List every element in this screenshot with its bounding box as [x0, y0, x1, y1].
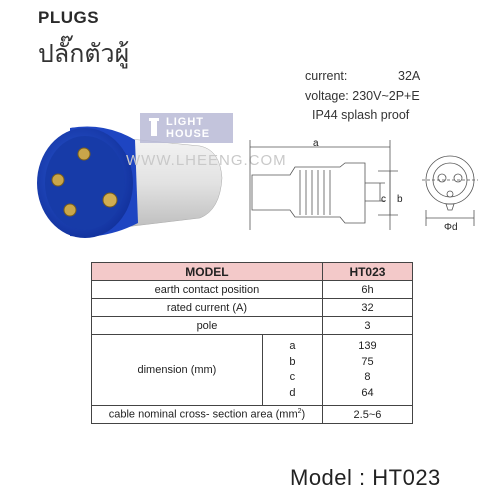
- dimension-label-c: c: [381, 194, 386, 205]
- cable-label-text: cable nominal cross- section area (mm: [108, 408, 298, 421]
- table-row-dimension: dimension (mm) a b c d 139 75 8 64: [91, 334, 414, 406]
- dimension-keys: a b c d: [261, 334, 323, 406]
- dimension-key-a: a: [289, 340, 296, 352]
- row-value-earth-contact: 6h: [321, 280, 414, 299]
- dimension-label-b: b: [397, 194, 403, 205]
- dimension-values: 139 75 8 64: [321, 334, 414, 406]
- row-value-cable: 2.5~6: [321, 405, 414, 424]
- cable-label-sup: 2: [297, 408, 302, 416]
- dimension-key-b: b: [289, 355, 296, 368]
- spec-ip-rating: IP44 splash proof: [312, 108, 410, 122]
- page-title: PLUGS: [38, 8, 100, 27]
- footer-model-label: Model : HT023: [290, 465, 441, 490]
- table-header-row: MODEL HT023: [91, 262, 414, 281]
- plug-product-image: [37, 126, 223, 238]
- dimension-value-b: 75: [361, 355, 374, 368]
- dimension-value-d: 64: [361, 386, 374, 399]
- dimension-label-a: a: [313, 138, 319, 149]
- row-label-dimension: dimension (mm): [91, 334, 263, 406]
- dimension-key-d: d: [289, 386, 296, 399]
- table-row: earth contact position 6h: [91, 280, 414, 299]
- watermark-logo-line2: HOUSE: [166, 128, 211, 140]
- spec-voltage: voltage: 230V~2P+E: [305, 89, 420, 103]
- watermark-url: WWW.LHEENG.COM: [126, 152, 287, 169]
- watermark-logo: LIGHT HOUSE: [140, 113, 233, 143]
- spec-table: MODEL HT023 earth contact position 6h ra…: [91, 262, 414, 424]
- row-value-rated-current: 32: [321, 298, 414, 317]
- spec-current-label: current:: [305, 69, 348, 83]
- table-header-label: MODEL: [91, 262, 323, 281]
- row-label-cable: cable nominal cross- section area (mm2): [91, 405, 323, 424]
- table-row: pole 3: [91, 316, 414, 335]
- spec-current-value: 32A: [398, 69, 421, 83]
- dimension-label-d: Φd: [444, 222, 458, 233]
- table-row: rated current (A) 32: [91, 298, 414, 317]
- row-label-pole: pole: [91, 316, 323, 335]
- dimension-value-c: 8: [364, 371, 371, 383]
- row-value-pole: 3: [321, 316, 414, 335]
- table-header-model: HT023: [321, 262, 414, 281]
- table-row: cable nominal cross- section area (mm2) …: [91, 405, 414, 424]
- watermark-logo-line1: LIGHT: [166, 116, 204, 128]
- page-subtitle-thai: ปลั๊กตัวผู้: [38, 39, 130, 68]
- cable-label-end: ): [301, 408, 306, 421]
- light-house-icon: [149, 118, 159, 136]
- dimension-value-a: 139: [358, 340, 377, 352]
- row-label-earth-contact: earth contact position: [91, 280, 323, 299]
- technical-drawing-side-view: [249, 140, 398, 230]
- row-label-rated-current: rated current (A): [91, 298, 323, 317]
- technical-drawing-front-view: [422, 155, 478, 226]
- dimension-key-c: c: [289, 371, 296, 383]
